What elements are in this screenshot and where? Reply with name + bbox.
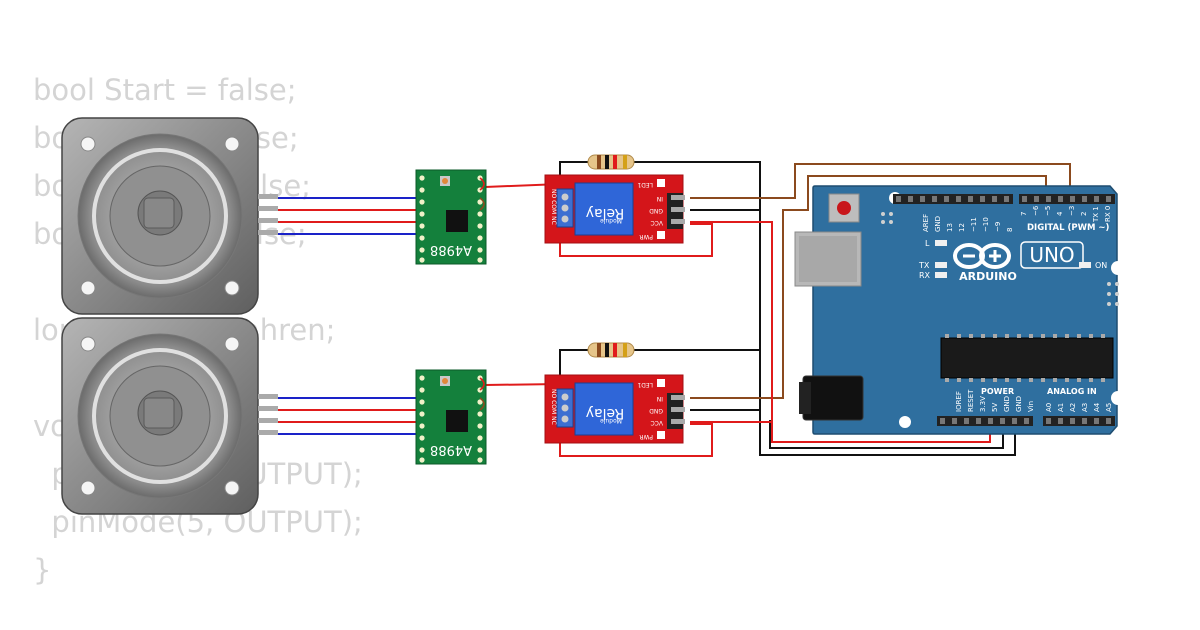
pin-label: GND — [1003, 396, 1011, 412]
board-model: UNO — [1029, 243, 1074, 267]
pin-label: A3 — [1081, 403, 1089, 412]
relay-led-label: LED1 — [637, 381, 653, 388]
relay-module[interactable]: NO COM NC Relay Module LED1 PWR IN GND V… — [544, 174, 685, 244]
pin-label: AREF — [922, 214, 930, 232]
wire-brown — [690, 163, 1071, 200]
pin-label: ~5 — [1044, 206, 1052, 216]
pin-label: ~11 — [970, 217, 978, 232]
pin-label: ~3 — [1068, 206, 1076, 216]
power-label: POWER — [981, 387, 1014, 396]
pin-label: IOREF — [955, 391, 963, 412]
arduino-logo-icon — [953, 243, 1011, 269]
driver-label: A4988 — [430, 442, 472, 457]
stepper-motor[interactable] — [61, 317, 278, 515]
stepper-motor[interactable] — [61, 117, 278, 315]
relay-pin-label: GND — [649, 407, 663, 414]
pin-label: 8 — [1006, 228, 1014, 232]
digital-label: DIGITAL (PWM ~) — [1027, 223, 1109, 233]
relay-label: Relay — [586, 205, 624, 221]
relay-sublabel: Module — [600, 417, 622, 424]
pin-label: 12 — [958, 223, 966, 232]
pin-label: A0 — [1045, 403, 1053, 412]
wire-red — [559, 423, 713, 457]
relay-terminal-label: NO COM NC — [550, 389, 557, 425]
relay-terminal-label: NO COM NC — [550, 189, 557, 225]
led-rx-label: RX — [919, 271, 931, 280]
pin-label: A4 — [1093, 402, 1101, 412]
relay-pin-label: VCC — [651, 219, 663, 226]
pin-label: ~10 — [982, 217, 990, 232]
relay-pin-label: IN — [657, 195, 663, 202]
pin-label: 13 — [946, 223, 954, 232]
pin-label: Vin — [1027, 401, 1035, 412]
resistor[interactable] — [587, 154, 635, 170]
pin-label: A5 — [1105, 403, 1113, 412]
code-line: } — [33, 553, 52, 587]
arduino-uno[interactable]: AREF GND 13 12 ~11 ~10 ~9 8 7 ~6 ~5 4 ~3… — [794, 185, 1125, 435]
on-label: ON — [1095, 261, 1107, 270]
pin-label: 5V — [991, 403, 999, 412]
relay-label: Relay — [586, 405, 624, 421]
wire-red — [559, 223, 713, 257]
wire-brown — [690, 175, 1047, 399]
pin-label: RX 0 — [1104, 206, 1112, 222]
relay-pin-label: IN — [657, 395, 663, 402]
pin-label: RESET — [967, 389, 975, 412]
relay-pin-label: GND — [649, 207, 663, 214]
driver-label: A4988 — [430, 242, 472, 257]
relay-pwr-label: PWR — [639, 233, 653, 240]
analog-label: ANALOG IN — [1047, 387, 1097, 396]
pin-label: A1 — [1057, 403, 1065, 412]
pin-label: 4 — [1056, 211, 1064, 216]
relay-led-label: LED1 — [637, 181, 653, 188]
relay-module[interactable]: NO COM NC Relay Module LED1 PWR IN GND V… — [544, 374, 685, 444]
a4988-driver[interactable]: A4988 — [415, 369, 487, 465]
pin-label: ~6 — [1032, 205, 1040, 216]
pin-label: 2 — [1080, 212, 1088, 216]
relay-sublabel: Module — [600, 217, 622, 224]
code-line: bool Start = false; — [33, 73, 297, 107]
pin-label: A2 — [1069, 403, 1077, 412]
resistor[interactable] — [587, 342, 635, 358]
pin-label: 7 — [1020, 212, 1028, 216]
led-l-label: L — [925, 239, 930, 248]
a4988-driver[interactable]: A4988 — [415, 169, 487, 265]
pin-label: GND — [934, 216, 942, 232]
relay-pwr-label: PWR — [639, 433, 653, 440]
led-tx-label: TX — [918, 261, 930, 270]
pin-label: ~9 — [994, 222, 1002, 232]
pin-label: TX 1 — [1092, 206, 1100, 223]
pin-label: 3.3V — [979, 396, 987, 412]
relay-pin-label: VCC — [651, 419, 663, 426]
pin-label: GND — [1015, 396, 1023, 412]
board-brand: ARDUINO — [959, 270, 1017, 283]
